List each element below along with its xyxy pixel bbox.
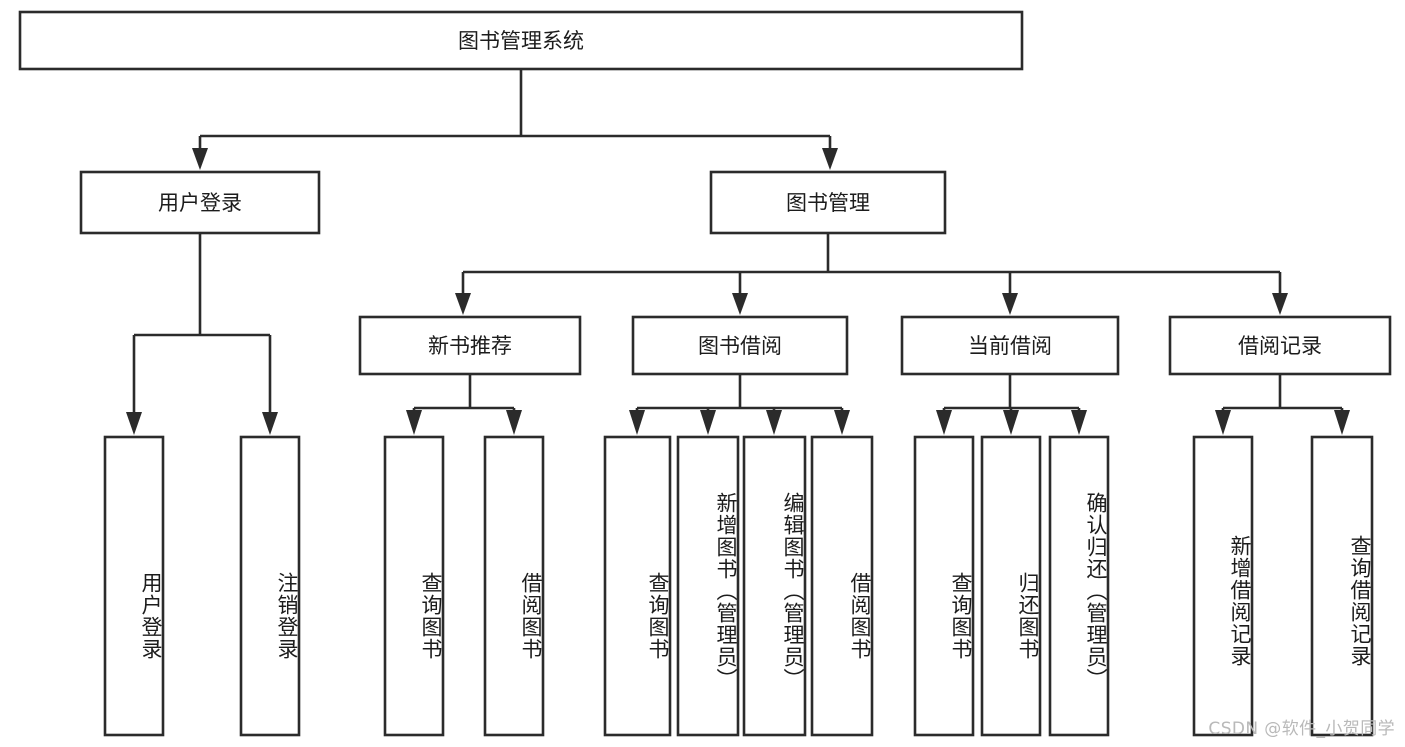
node-book-mgmt-label: 图书管理 — [786, 191, 870, 215]
arrow-head-records-query — [1334, 410, 1350, 435]
arrow-head-records-add — [1215, 410, 1231, 435]
node-user-login-box[interactable] — [79, 170, 321, 235]
leaf-box-logout[interactable] — [239, 435, 301, 737]
arrow-head-current-confirm — [1071, 410, 1087, 435]
arrow-head-borrow-edit — [766, 410, 782, 435]
connector-group-current — [936, 374, 1087, 435]
leaf-box-query-book-current[interactable] — [913, 435, 975, 737]
arrow-head-leaf-user-login — [126, 412, 142, 435]
node-current-borrow-box[interactable] — [900, 315, 1120, 376]
leaf-box-borrow-book-recommend[interactable] — [483, 435, 545, 737]
arrow-head-new-books — [455, 293, 471, 315]
node-borrow-records-label: 借阅记录 — [1238, 334, 1322, 358]
node-user-login-label: 用户登录 — [158, 191, 242, 215]
connector-group-records — [1215, 374, 1350, 435]
node-book-borrow-label: 图书借阅 — [698, 334, 782, 358]
arrow-head-records — [1272, 293, 1288, 315]
node-borrow-records[interactable]: 借阅记录 — [1168, 315, 1392, 376]
leaf-box-add-borrow-record[interactable] — [1192, 435, 1254, 737]
node-root[interactable]: 图书管理系统 — [18, 10, 1024, 71]
arrow-head-current-query — [936, 410, 952, 435]
leaf-boxes — [103, 435, 1374, 737]
arrow-head-current-return — [1003, 410, 1019, 435]
node-current-borrow[interactable]: 当前借阅 — [900, 315, 1120, 376]
node-book-borrow-box[interactable] — [631, 315, 849, 376]
connector-group-borrow — [629, 374, 850, 435]
leaf-box-confirm-return-admin[interactable] — [1048, 435, 1110, 737]
leaf-box-add-book-admin[interactable] — [676, 435, 740, 737]
node-borrow-records-box[interactable] — [1168, 315, 1392, 376]
node-user-login[interactable]: 用户登录 — [79, 170, 321, 235]
node-book-borrow[interactable]: 图书借阅 — [631, 315, 849, 376]
node-book-mgmt[interactable]: 图书管理 — [709, 170, 947, 235]
node-root-label: 图书管理系统 — [458, 29, 584, 53]
arrow-head-borrow-lend — [834, 410, 850, 435]
arrow-head-borrow — [732, 293, 748, 315]
connector-group-root — [192, 69, 838, 170]
arrow-head-book-mgmt — [822, 148, 838, 170]
arrow-head-borrow-add — [700, 410, 716, 435]
arrow-head-borrow-query — [629, 410, 645, 435]
node-new-book-recommend[interactable]: 新书推荐 — [358, 315, 582, 376]
csdn-watermark: CSDN @软件_小贺同学 — [1208, 719, 1395, 739]
leaf-box-query-borrow-record[interactable] — [1310, 435, 1374, 737]
arrow-head-user-login — [192, 148, 208, 170]
arrow-head-current — [1002, 293, 1018, 315]
leaf-box-borrow-book[interactable] — [810, 435, 874, 737]
leaf-box-return-book[interactable] — [980, 435, 1042, 737]
node-current-borrow-label: 当前借阅 — [968, 334, 1052, 358]
leaf-box-edit-book-admin[interactable] — [742, 435, 807, 737]
connector-group-user-login — [126, 233, 278, 435]
arrow-head-new-books-query — [406, 410, 422, 435]
node-new-book-recommend-box[interactable] — [358, 315, 582, 376]
arrow-head-new-books-borrow — [506, 410, 522, 435]
connector-group-book-mgmt — [455, 233, 1288, 315]
node-root-box[interactable] — [18, 10, 1024, 71]
arrow-head-leaf-logout — [262, 412, 278, 435]
leaf-box-user-login[interactable] — [103, 435, 165, 737]
connector-group-new-books — [406, 374, 522, 435]
leaf-box-query-book-recommend[interactable] — [383, 435, 445, 737]
leaf-box-query-book-borrow[interactable] — [603, 435, 672, 737]
node-new-book-recommend-label: 新书推荐 — [428, 334, 512, 358]
node-book-mgmt-box[interactable] — [709, 170, 947, 235]
